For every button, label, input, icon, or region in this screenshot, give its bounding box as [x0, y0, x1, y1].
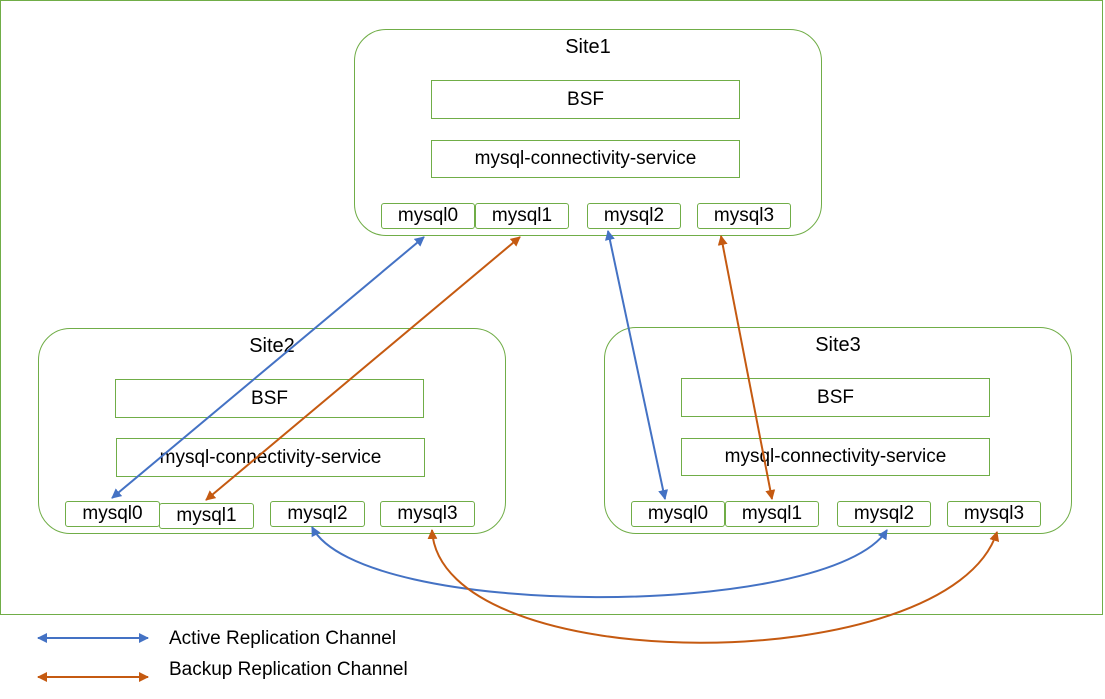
site3-mysql3-pod: mysql3: [947, 501, 1041, 527]
site2-mysql1-pod: mysql1: [159, 503, 254, 529]
legend-backup-label: Backup Replication Channel: [169, 659, 408, 680]
site3-title: Site3: [815, 334, 861, 356]
site1-connectivity-service-box: mysql-connectivity-service: [431, 140, 740, 178]
site3-container: Site3 BSF mysql-connectivity-service mys…: [604, 327, 1072, 534]
site2-mysql2-pod: mysql2: [270, 501, 365, 527]
site2-connectivity-service-box: mysql-connectivity-service: [116, 438, 425, 477]
site1-mysql0-pod: mysql0: [381, 203, 475, 229]
site1-container: Site1 BSF mysql-connectivity-service mys…: [354, 29, 822, 236]
site3-mysql2-pod: mysql2: [837, 501, 931, 527]
site2-mysql0-pod: mysql0: [65, 501, 160, 527]
legend-active-label: Active Replication Channel: [169, 628, 397, 649]
site2-title: Site2: [249, 335, 295, 357]
site3-mysql1-pod: mysql1: [725, 501, 819, 527]
site1-bsf-box: BSF: [431, 80, 740, 119]
site2-mysql3-pod: mysql3: [380, 501, 475, 527]
site1-mysql2-pod: mysql2: [587, 203, 681, 229]
site3-mysql0-pod: mysql0: [631, 501, 725, 527]
site2-bsf-box: BSF: [115, 379, 424, 418]
site1-mysql3-pod: mysql3: [697, 203, 791, 229]
site3-bsf-box: BSF: [681, 378, 990, 417]
site1-mysql1-pod: mysql1: [475, 203, 569, 229]
site1-title: Site1: [565, 36, 611, 58]
site3-connectivity-service-box: mysql-connectivity-service: [681, 438, 990, 476]
site2-container: Site2 BSF mysql-connectivity-service mys…: [38, 328, 506, 534]
